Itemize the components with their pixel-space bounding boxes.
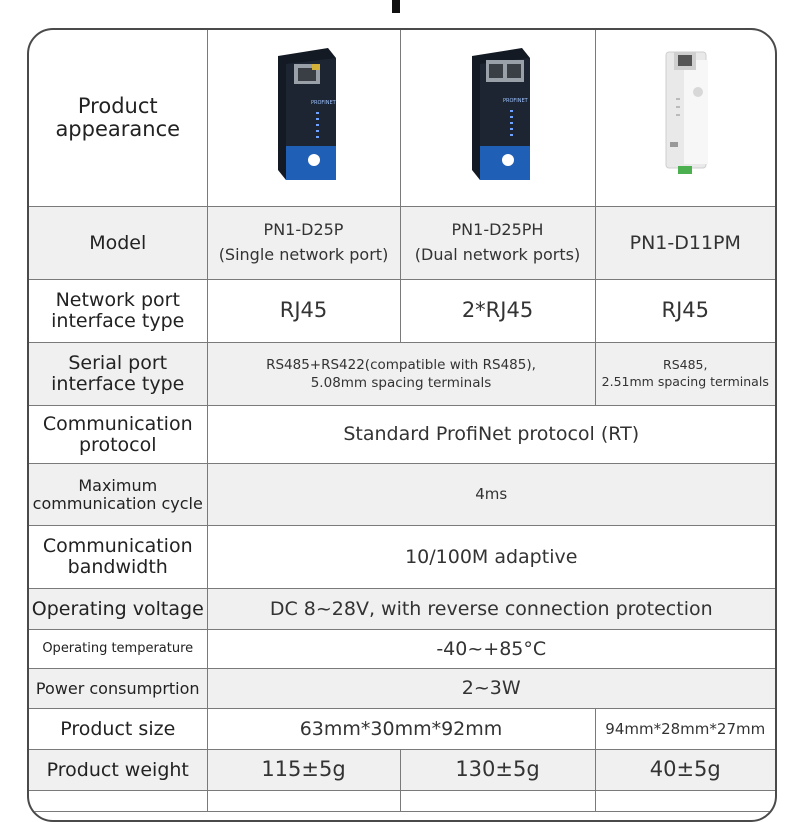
row-max-cycle: Maximum communication cycle 4ms bbox=[29, 463, 775, 526]
product-size-d11pm: 94mm*28mm*27mm bbox=[594, 708, 775, 750]
row-operating-voltage: Operating voltage DC 8~28V, with reverse… bbox=[29, 588, 775, 630]
label-network-port: Network port interface type bbox=[29, 279, 208, 343]
product-size-d25-series: 63mm*30mm*92mm bbox=[206, 708, 596, 750]
label-serial-port: Serial port interface type bbox=[29, 342, 208, 406]
serial-port-d25-series: RS485+RS422(compatible with RS485), 5.08… bbox=[206, 342, 596, 406]
row-serial-port: Serial port interface type RS485+RS422(c… bbox=[29, 342, 775, 406]
row-product-weight: Product weight 115±5g 130±5g 40±5g bbox=[29, 749, 775, 791]
image-cell-pn1-d11pm bbox=[594, 30, 775, 207]
device-brand-d25p: PROFINET bbox=[311, 100, 337, 106]
communication-protocol-value: Standard ProfiNet protocol (RT) bbox=[206, 405, 775, 464]
row-communication-protocol: Communication protocol Standard ProfiNet… bbox=[29, 405, 775, 464]
label-power-consumption: Power consumprtion bbox=[29, 668, 208, 709]
serial-port-d11pm: RS485, 2.51mm spacing terminals bbox=[594, 342, 775, 406]
row-trailing bbox=[29, 790, 775, 812]
title-fragment bbox=[392, 0, 400, 13]
operating-temperature-value: -40~+85°C bbox=[206, 629, 775, 669]
model-pn1-d11pm: PN1-D11PM bbox=[594, 206, 775, 280]
row-product-appearance: Product appearance PROFINET bbox=[29, 30, 775, 207]
operating-voltage-value: DC 8~28V, with reverse connection protec… bbox=[206, 588, 775, 630]
label-operating-temperature: Operating temperature bbox=[29, 629, 208, 669]
bandwidth-value: 10/100M adaptive bbox=[206, 525, 775, 589]
device-pn1-d25ph-image: PROFINET bbox=[471, 48, 530, 180]
product-weight-d25p: 115±5g bbox=[206, 749, 401, 791]
label-product-appearance: Product appearance bbox=[29, 30, 208, 207]
device-pn1-d25p-image: PROFINET bbox=[277, 48, 337, 180]
row-bandwidth: Communication bandwidth 10/100M adaptive bbox=[29, 525, 775, 589]
max-cycle-value: 4ms bbox=[206, 463, 775, 526]
label-product-size: Product size bbox=[29, 708, 208, 750]
image-cell-pn1-d25p: PROFINET bbox=[206, 30, 401, 207]
network-port-d25p: RJ45 bbox=[206, 279, 401, 343]
model-pn1-d25p: PN1-D25P (Single network port) bbox=[206, 206, 401, 280]
device-pn1-d11pm-image bbox=[665, 51, 709, 174]
row-network-port: Network port interface type RJ45 2*RJ45 … bbox=[29, 279, 775, 343]
power-consumption-value: 2~3W bbox=[206, 668, 775, 709]
device-brand-d25ph: PROFINET bbox=[503, 98, 529, 104]
model-pn1-d25ph: PN1-D25PH (Dual network ports) bbox=[399, 206, 596, 280]
row-power-consumption: Power consumprtion 2~3W bbox=[29, 668, 775, 709]
spec-table: Product appearance PROFINET bbox=[29, 30, 775, 812]
label-communication-protocol: Communication protocol bbox=[29, 405, 208, 464]
label-max-cycle: Maximum communication cycle bbox=[29, 463, 208, 526]
row-model: Model PN1-D25P (Single network port) PN1… bbox=[29, 206, 775, 280]
row-product-size: Product size 63mm*30mm*92mm 94mm*28mm*27… bbox=[29, 708, 775, 750]
network-port-d11pm: RJ45 bbox=[594, 279, 775, 343]
product-weight-d11pm: 40±5g bbox=[594, 749, 775, 791]
label-model: Model bbox=[29, 206, 208, 280]
spec-table-container: Product appearance PROFINET bbox=[27, 28, 777, 822]
image-cell-pn1-d25ph: PROFINET bbox=[399, 30, 596, 207]
label-bandwidth: Communication bandwidth bbox=[29, 525, 208, 589]
row-operating-temperature: Operating temperature -40~+85°C bbox=[29, 629, 775, 669]
network-port-d25ph: 2*RJ45 bbox=[399, 279, 596, 343]
label-product-weight: Product weight bbox=[29, 749, 208, 791]
product-weight-d25ph: 130±5g bbox=[399, 749, 596, 791]
label-operating-voltage: Operating voltage bbox=[29, 588, 208, 630]
